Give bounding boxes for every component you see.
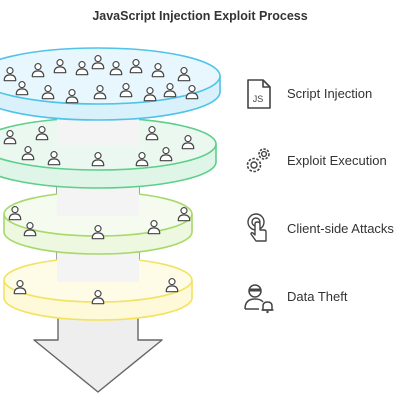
stage-label-exploit-execution: Exploit Execution	[287, 153, 387, 168]
stage-layer-client-side-attacks	[3, 186, 193, 255]
thief-bell-icon	[244, 284, 274, 314]
js-file-icon: JS	[247, 79, 271, 109]
svg-text:JS: JS	[253, 94, 264, 104]
diagram-title: JavaScript Injection Exploit Process	[92, 9, 308, 23]
stage-layer-script-injection	[0, 47, 221, 121]
stage-layer-exploit-execution	[0, 112, 217, 189]
stage-label-client-side-attacks: Client-side Attacks	[287, 221, 394, 236]
stage-layer-data-theft	[3, 252, 193, 321]
stage-label-script-injection: Script Injection	[287, 86, 373, 101]
hand-click-icon	[247, 213, 267, 242]
stage-label-data-theft: Data Theft	[287, 289, 348, 304]
gears-icon	[246, 148, 270, 173]
